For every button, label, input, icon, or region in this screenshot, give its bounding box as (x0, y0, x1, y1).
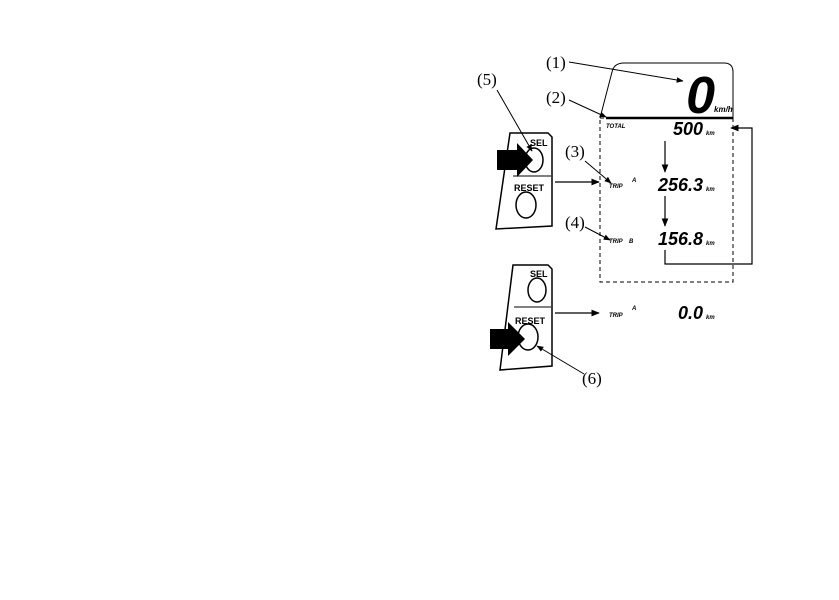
trip-a-marker: A (631, 178, 636, 184)
lcd-display: 0 km/h TOTAL 500 km TRIP A 256.3 km TRIP… (599, 62, 734, 249)
callout-3: (3) (565, 142, 585, 161)
reset-button-label: RESET (514, 183, 545, 193)
speed-unit: km/h (714, 105, 733, 114)
leader-callout-5 (496, 89, 533, 152)
callout-5: (5) (477, 70, 497, 89)
display-cycle-outline (599, 117, 734, 283)
leader-callout-4 (584, 226, 611, 241)
select-button-2[interactable] (527, 277, 547, 303)
total-label: TOTAL (606, 124, 626, 130)
reset-result: TRIP A 0.0 km (609, 303, 715, 323)
reset-button-label-2: RESET (515, 316, 546, 326)
leader-callout-2 (568, 99, 607, 118)
speed-value: 0 (686, 67, 715, 125)
reset-button[interactable] (515, 191, 537, 219)
control-panel-bottom: SEL RESET (490, 264, 553, 371)
control-panel-top: SEL RESET (495, 132, 553, 230)
trip-b-value: 156.8 (658, 229, 703, 249)
select-button-label: SEL (530, 138, 548, 148)
reset-trip-marker: A (631, 306, 636, 312)
callout-4: (4) (565, 213, 585, 232)
arrow-trip-b-to-total (664, 124, 753, 265)
reset-trip-label: TRIP (609, 313, 624, 319)
trip-a-unit: km (706, 187, 715, 193)
reset-trip-value: 0.0 (678, 303, 703, 323)
total-value: 500 (673, 119, 703, 139)
trip-a-value: 256.3 (657, 175, 703, 195)
callout-6: (6) (582, 369, 602, 388)
total-unit: km (706, 131, 715, 137)
reset-trip-unit: km (706, 315, 715, 321)
select-button-label-2: SEL (530, 269, 548, 279)
callout-2: (2) (546, 88, 566, 107)
lcd-display-outline (599, 62, 734, 119)
leader-callout-6 (536, 345, 585, 375)
leader-callout-3 (584, 160, 612, 184)
trip-b-unit: km (706, 241, 715, 247)
trip-a-label: TRIP (609, 184, 624, 190)
trip-b-label: TRIP (609, 239, 624, 245)
trip-b-marker: B (629, 239, 634, 245)
callout-1: (1) (546, 53, 566, 72)
press-finger-icon (497, 143, 533, 177)
press-finger-icon-2 (490, 322, 525, 356)
leader-callout-1 (568, 61, 684, 83)
